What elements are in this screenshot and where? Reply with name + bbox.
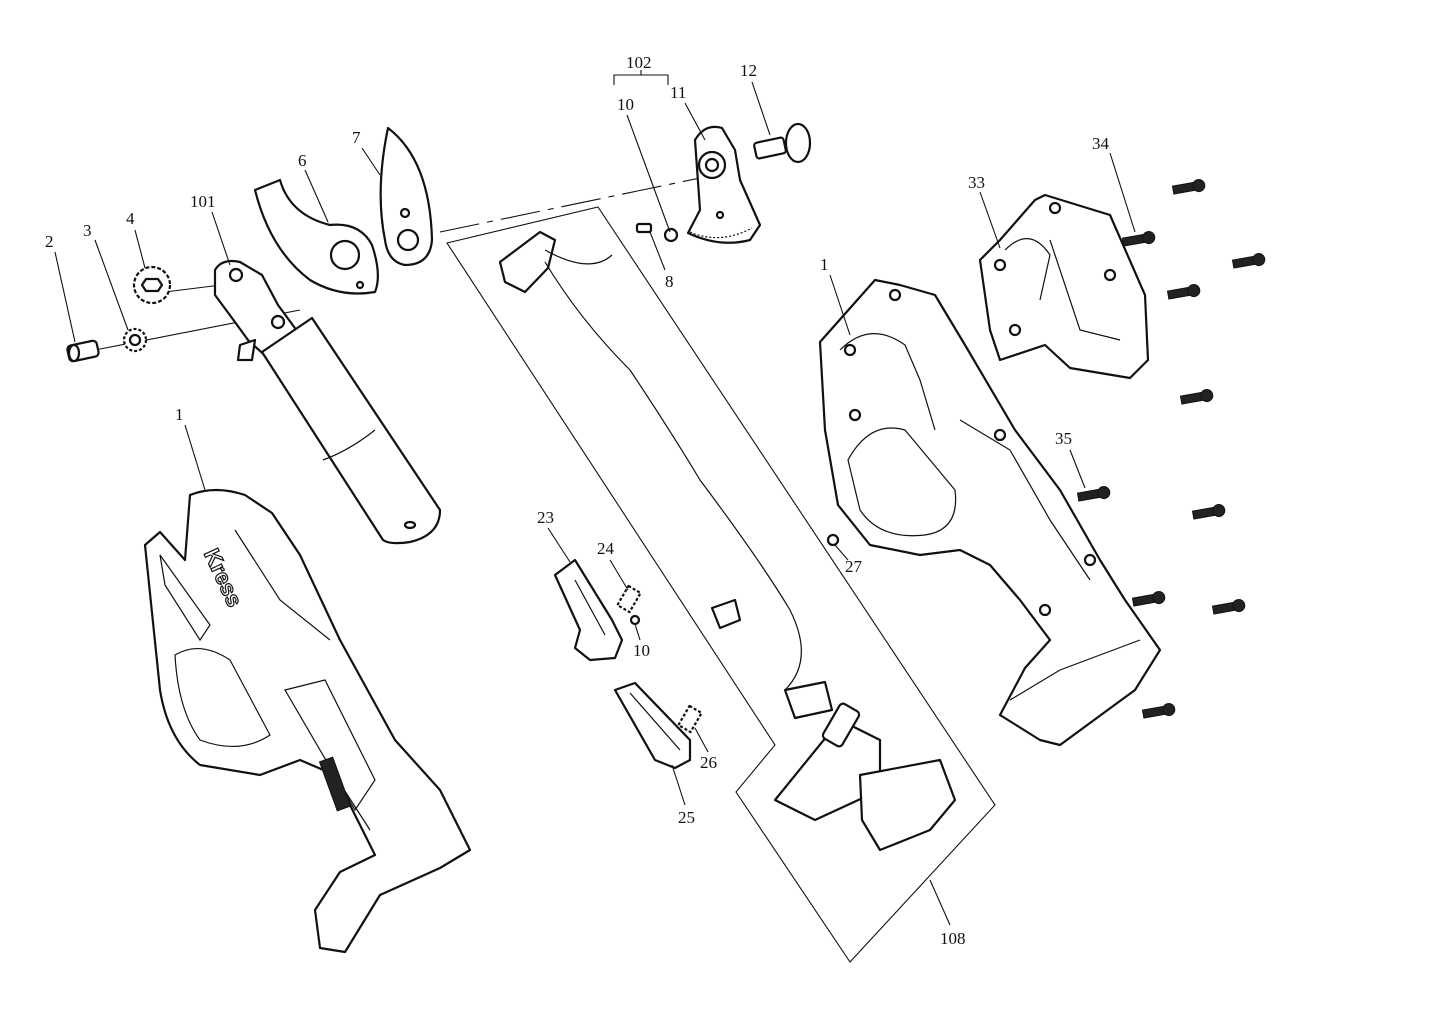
part-7-cutting-blade: [379, 126, 434, 267]
part-12-pivot-pin: [753, 122, 812, 164]
part-23-trigger: [553, 558, 624, 662]
assembly-axis-line: [439, 177, 701, 233]
housing-screws: [1076, 179, 1266, 719]
callout-26: 26: [700, 753, 717, 772]
leader-lines: [54, 70, 1136, 926]
part-24-spring: [616, 584, 642, 614]
callout-33: 33: [968, 173, 985, 192]
callout-3: 3: [83, 221, 92, 240]
callout-34: 34: [1092, 134, 1110, 153]
callout-108: 108: [940, 929, 966, 948]
callout-12: 12: [740, 61, 757, 80]
callout-1-right: 1: [820, 255, 829, 274]
callout-2: 2: [45, 232, 54, 251]
callout-35: 35: [1055, 429, 1072, 448]
part-4-gear: [132, 265, 172, 305]
callout-25: 25: [678, 808, 695, 827]
callout-11: 11: [670, 83, 686, 102]
part-101-handle-arm: [213, 259, 442, 545]
part-25-lock-lever: [613, 681, 692, 770]
callout-10: 10: [617, 95, 634, 114]
callout-23: 23: [537, 508, 554, 527]
callout-8: 8: [665, 272, 674, 291]
part-2-screw: [66, 339, 100, 363]
callout-7: 7: [352, 128, 361, 147]
part-26-spring: [677, 704, 703, 734]
part-3-gear: [122, 327, 148, 353]
callout-1-left: 1: [175, 405, 184, 424]
left-housing-assembled: Kress: [143, 488, 472, 954]
callout-101: 101: [190, 192, 216, 211]
callout-27: 27: [845, 557, 863, 576]
callout-4: 4: [126, 209, 135, 228]
callout-102: 102: [626, 53, 652, 72]
callout-6: 6: [298, 151, 307, 170]
part-10-washer-2: [629, 614, 641, 626]
part-11-gear-segment: [686, 125, 762, 244]
callout-24: 24: [597, 539, 615, 558]
part-108-wiring-harness: [498, 230, 957, 852]
part-10-washer: [663, 227, 679, 243]
right-housing-half: [818, 278, 1162, 747]
part-8-screw: [635, 222, 653, 234]
part-33-gear-cover: [978, 193, 1150, 380]
callout-10-lower: 10: [633, 641, 650, 660]
group-108-outline: [446, 206, 996, 963]
part-6-anvil-jaw: [253, 178, 379, 295]
part-27-screw: [826, 533, 840, 547]
